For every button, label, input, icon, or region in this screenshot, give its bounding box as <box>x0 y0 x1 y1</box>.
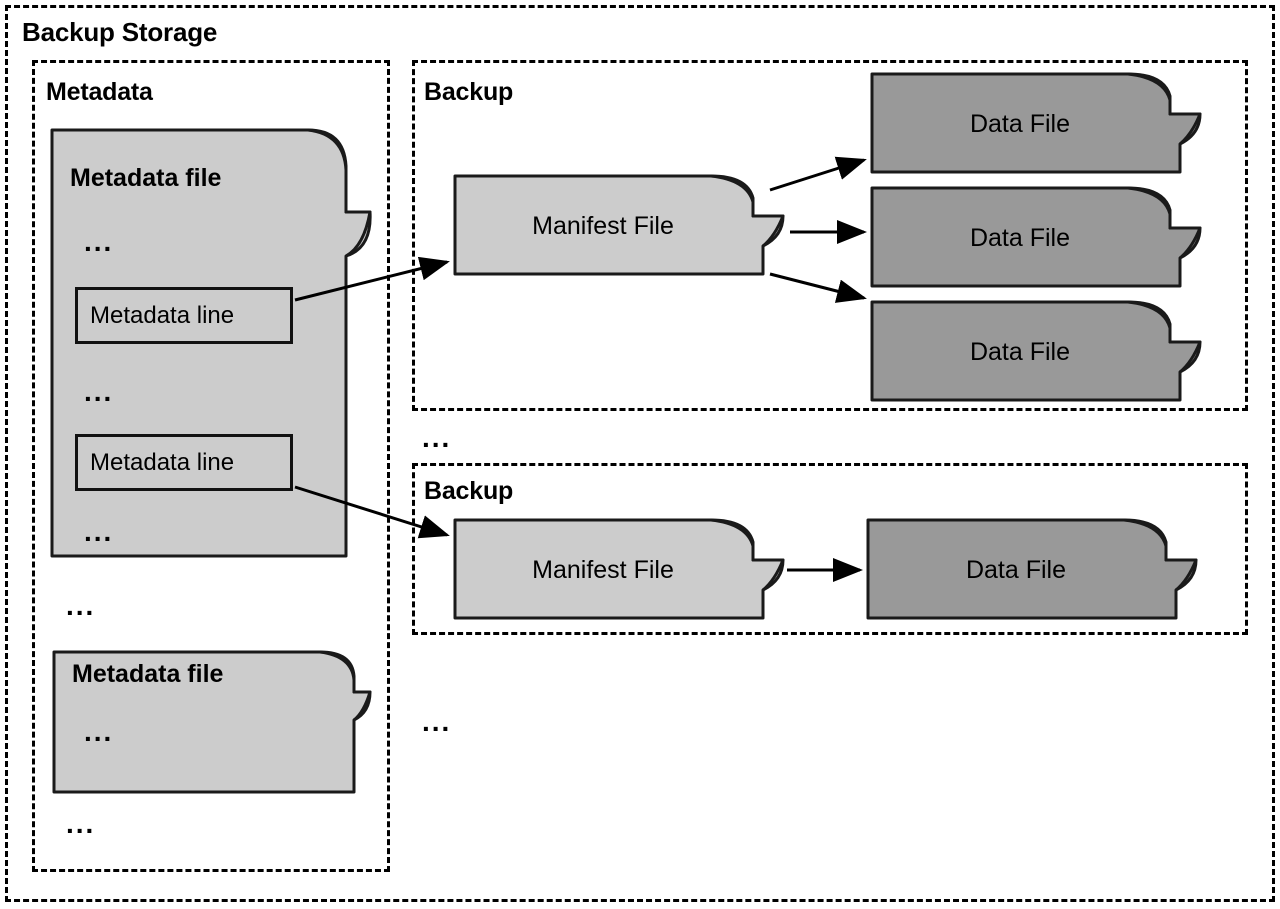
metadata-file-1-ellipsis-3: ... <box>84 516 114 547</box>
data-file-1-2[interactable]: Data File <box>870 186 1206 288</box>
metadata-file-1-ellipsis-2: ... <box>84 376 114 407</box>
metadata-line-2-label: Metadata line <box>90 448 235 476</box>
data-file-1-1-shape <box>870 72 1202 174</box>
manifest-file-1-shape <box>453 174 785 276</box>
metadata-file-2-shape <box>52 650 372 794</box>
backup-container-1 <box>412 60 1248 411</box>
metadata-line-2[interactable]: Metadata line <box>75 434 293 491</box>
backup-storage-container <box>5 5 1275 902</box>
metadata-line-1-label: Metadata line <box>90 301 235 329</box>
data-file-2-1[interactable]: Data File <box>866 518 1202 620</box>
backup-1-title: Backup <box>424 78 514 106</box>
data-file-1-3-shape <box>870 300 1202 402</box>
metadata-between-files-ellipsis: ... <box>66 590 96 621</box>
metadata-line-1[interactable]: Metadata line <box>75 287 293 344</box>
backup-after-ellipsis: ... <box>422 706 452 737</box>
data-file-1-2-shape <box>870 186 1202 288</box>
data-file-1-3[interactable]: Data File <box>870 300 1206 402</box>
backup-storage-title: Backup Storage <box>22 17 218 47</box>
manifest-file-2-shape <box>453 518 785 620</box>
metadata-after-files-ellipsis: ... <box>66 808 96 839</box>
data-file-1-1[interactable]: Data File <box>870 72 1206 174</box>
metadata-section-title: Metadata <box>46 78 153 106</box>
metadata-container <box>32 60 390 872</box>
metadata-file-2-ellipsis-1: ... <box>84 716 114 747</box>
backup-2-title: Backup <box>424 477 514 505</box>
manifest-file-1[interactable]: Manifest File <box>453 174 791 276</box>
manifest-file-2[interactable]: Manifest File <box>453 518 787 620</box>
data-file-2-1-shape <box>866 518 1198 620</box>
backup-container-2 <box>412 463 1248 635</box>
metadata-file-1-ellipsis-1: ... <box>84 226 114 257</box>
backup-between-ellipsis: ... <box>422 422 452 453</box>
